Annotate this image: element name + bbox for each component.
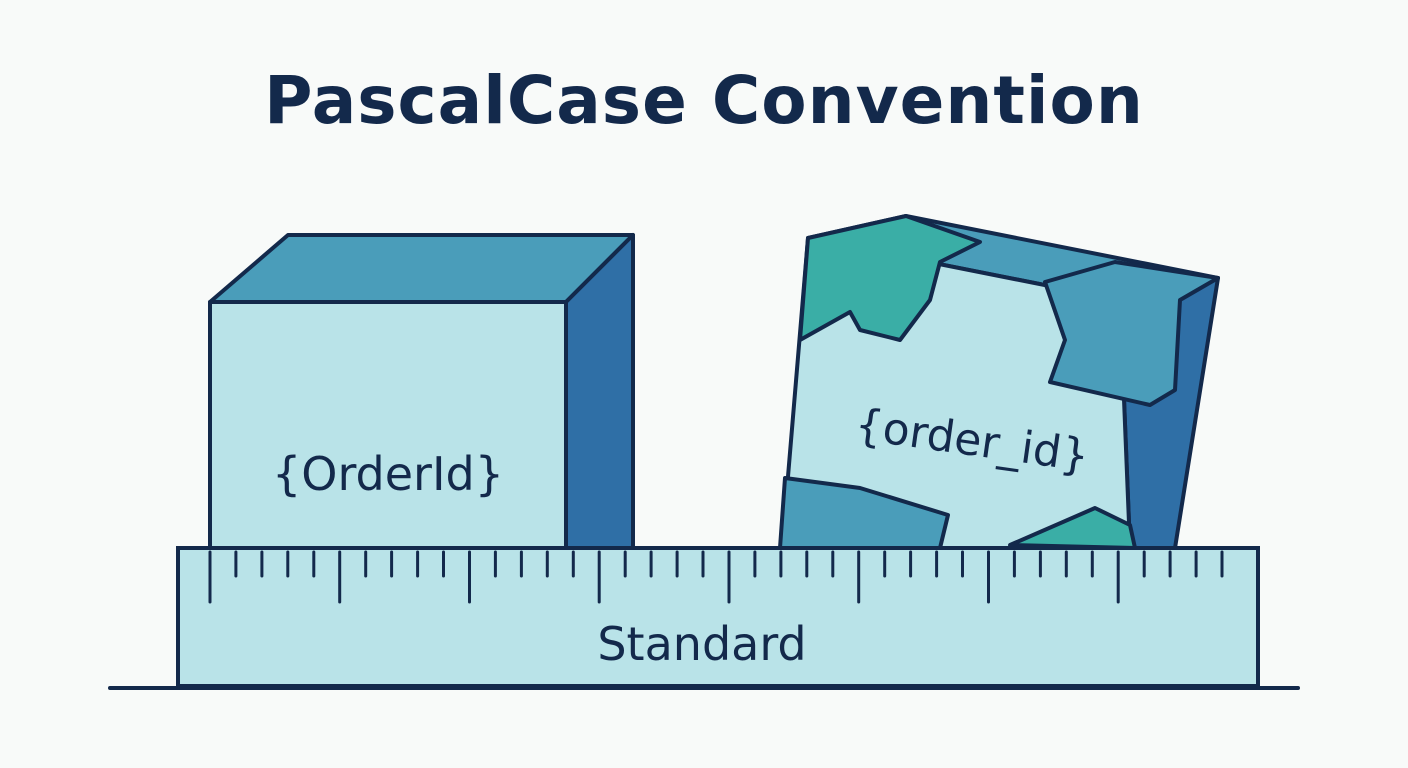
ruler-body bbox=[176, 546, 1260, 688]
page-title: PascalCase Convention bbox=[264, 62, 1144, 139]
standard-ruler bbox=[176, 546, 1260, 688]
pascalcase-block-label: {OrderId} bbox=[272, 447, 504, 501]
pascalcase-block-front-face bbox=[208, 300, 568, 552]
pascalcase-block bbox=[208, 233, 635, 552]
ruler-ticks bbox=[208, 550, 1224, 604]
snakecase-shard-bottom-left bbox=[778, 476, 950, 550]
pascalcase-block-top-face bbox=[208, 233, 635, 304]
ruler-label: Standard bbox=[597, 617, 806, 671]
snakecase-shard-top-left bbox=[798, 214, 982, 342]
snakecase-shard-top-right bbox=[1043, 260, 1220, 407]
snakecase-block bbox=[778, 214, 1220, 550]
